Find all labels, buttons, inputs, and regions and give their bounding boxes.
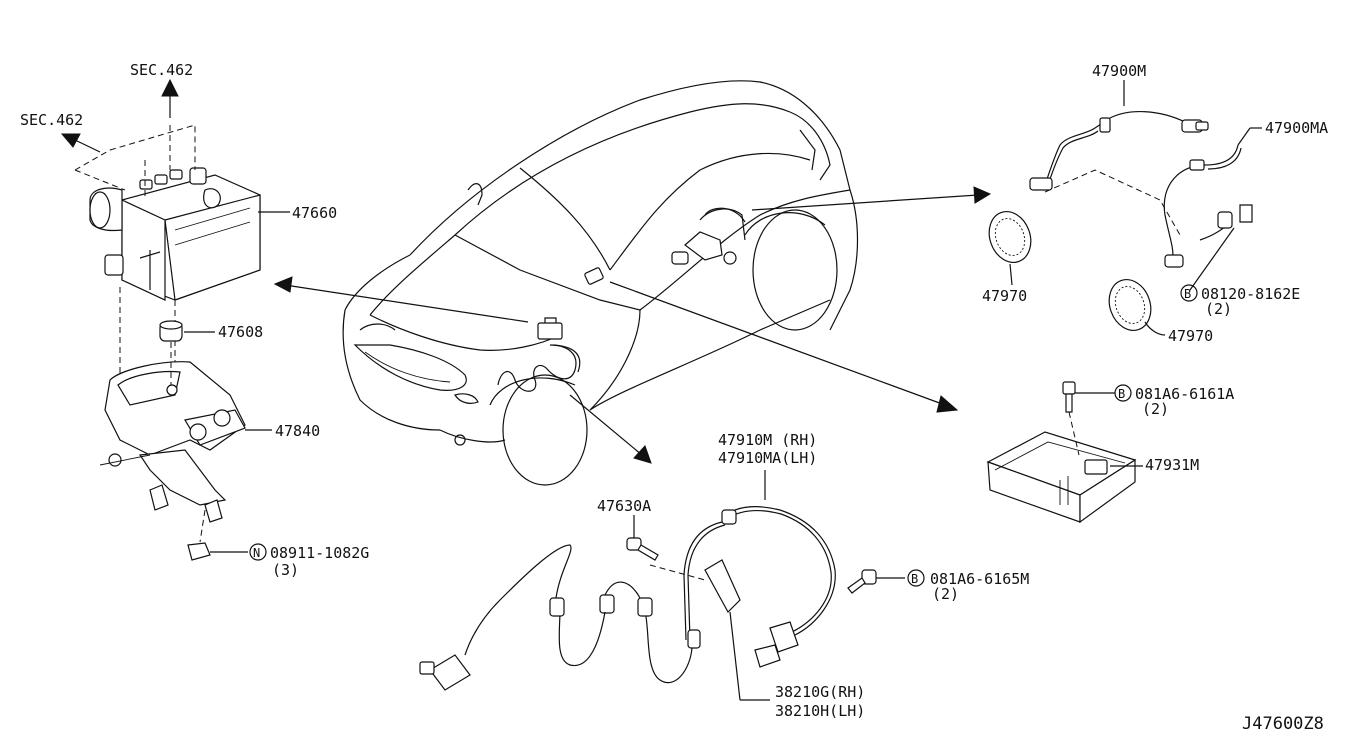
b-marker-icon-08120 [1180, 284, 1198, 302]
bracket-47840 [99, 361, 246, 523]
pointer-arrows [273, 186, 992, 464]
b-marker-letter-6165M: B [911, 572, 918, 586]
bolt-081A6-6161A [1062, 381, 1115, 456]
bolt-47630A [626, 515, 659, 561]
label-sec462-left: SEC.462 [20, 111, 83, 129]
label-47608: 47608 [218, 323, 263, 341]
front-sensor-harness-on-car [497, 344, 577, 392]
label-47910M: 47910M (RH) [718, 431, 817, 449]
abs-location-marker [537, 317, 563, 340]
b-marker-icon-6161A [1114, 384, 1132, 402]
label-08120-qty: (2) [1205, 300, 1232, 318]
diagram-code: J47600Z8 [1242, 714, 1324, 734]
yaw-rate-sensor-47931M [986, 431, 1143, 524]
vehicle-outline [342, 80, 859, 486]
label-081A6-6161A: 081A6-6161A [1135, 385, 1234, 403]
n-marker-letter: N [253, 546, 260, 560]
sensor-ring-47970-a [988, 211, 1032, 286]
sec462-arrows [60, 78, 179, 153]
n-marker-icon [249, 543, 267, 561]
abs-actuator-47660 [89, 167, 261, 301]
b-marker-icon-6165M [907, 569, 925, 587]
b-marker-letter-08120: B [1184, 287, 1191, 301]
label-47660: 47660 [292, 204, 337, 222]
label-08120-8162E: 08120-8162E [1201, 285, 1300, 303]
grommet-47608 [159, 320, 215, 385]
label-08911-1082G: 08911-1082G [270, 544, 369, 562]
label-47630A: 47630A [597, 497, 651, 515]
part-labels: SEC.462 SEC.462 47660 47608 47840 N 0891… [20, 61, 1328, 734]
front-sensor-47910M [419, 470, 836, 701]
label-6165M-qty: (2) [932, 585, 959, 603]
bolt-081A6-6165M [847, 569, 905, 594]
rear-sensor-47900MA [1163, 127, 1262, 291]
label-47970-b: 47970 [1168, 327, 1213, 345]
rear-sensor-47900M [1029, 80, 1209, 236]
label-47910MA: 47910MA(LH) [718, 449, 817, 467]
b-marker-letter-6161A: B [1118, 387, 1125, 401]
nut-08911 [187, 509, 248, 561]
label-47840: 47840 [275, 422, 320, 440]
label-6161A-qty: (2) [1142, 400, 1169, 418]
label-08911-qty: (3) [272, 561, 299, 579]
sensor-ring-47970-b [1108, 279, 1166, 336]
label-47900MA: 47900MA [1265, 119, 1328, 137]
label-sec462-top: SEC.462 [130, 61, 193, 79]
rear-sensor-on-car [671, 207, 746, 265]
label-47900M: 47900M [1092, 62, 1146, 80]
label-38210H: 38210H(LH) [775, 702, 865, 720]
label-47931M: 47931M [1145, 456, 1199, 474]
yaw-sensor-location [584, 267, 604, 285]
label-38210G: 38210G(RH) [775, 683, 865, 701]
label-47970-a: 47970 [982, 287, 1027, 305]
label-081A6-6165M: 081A6-6165M [930, 570, 1029, 588]
